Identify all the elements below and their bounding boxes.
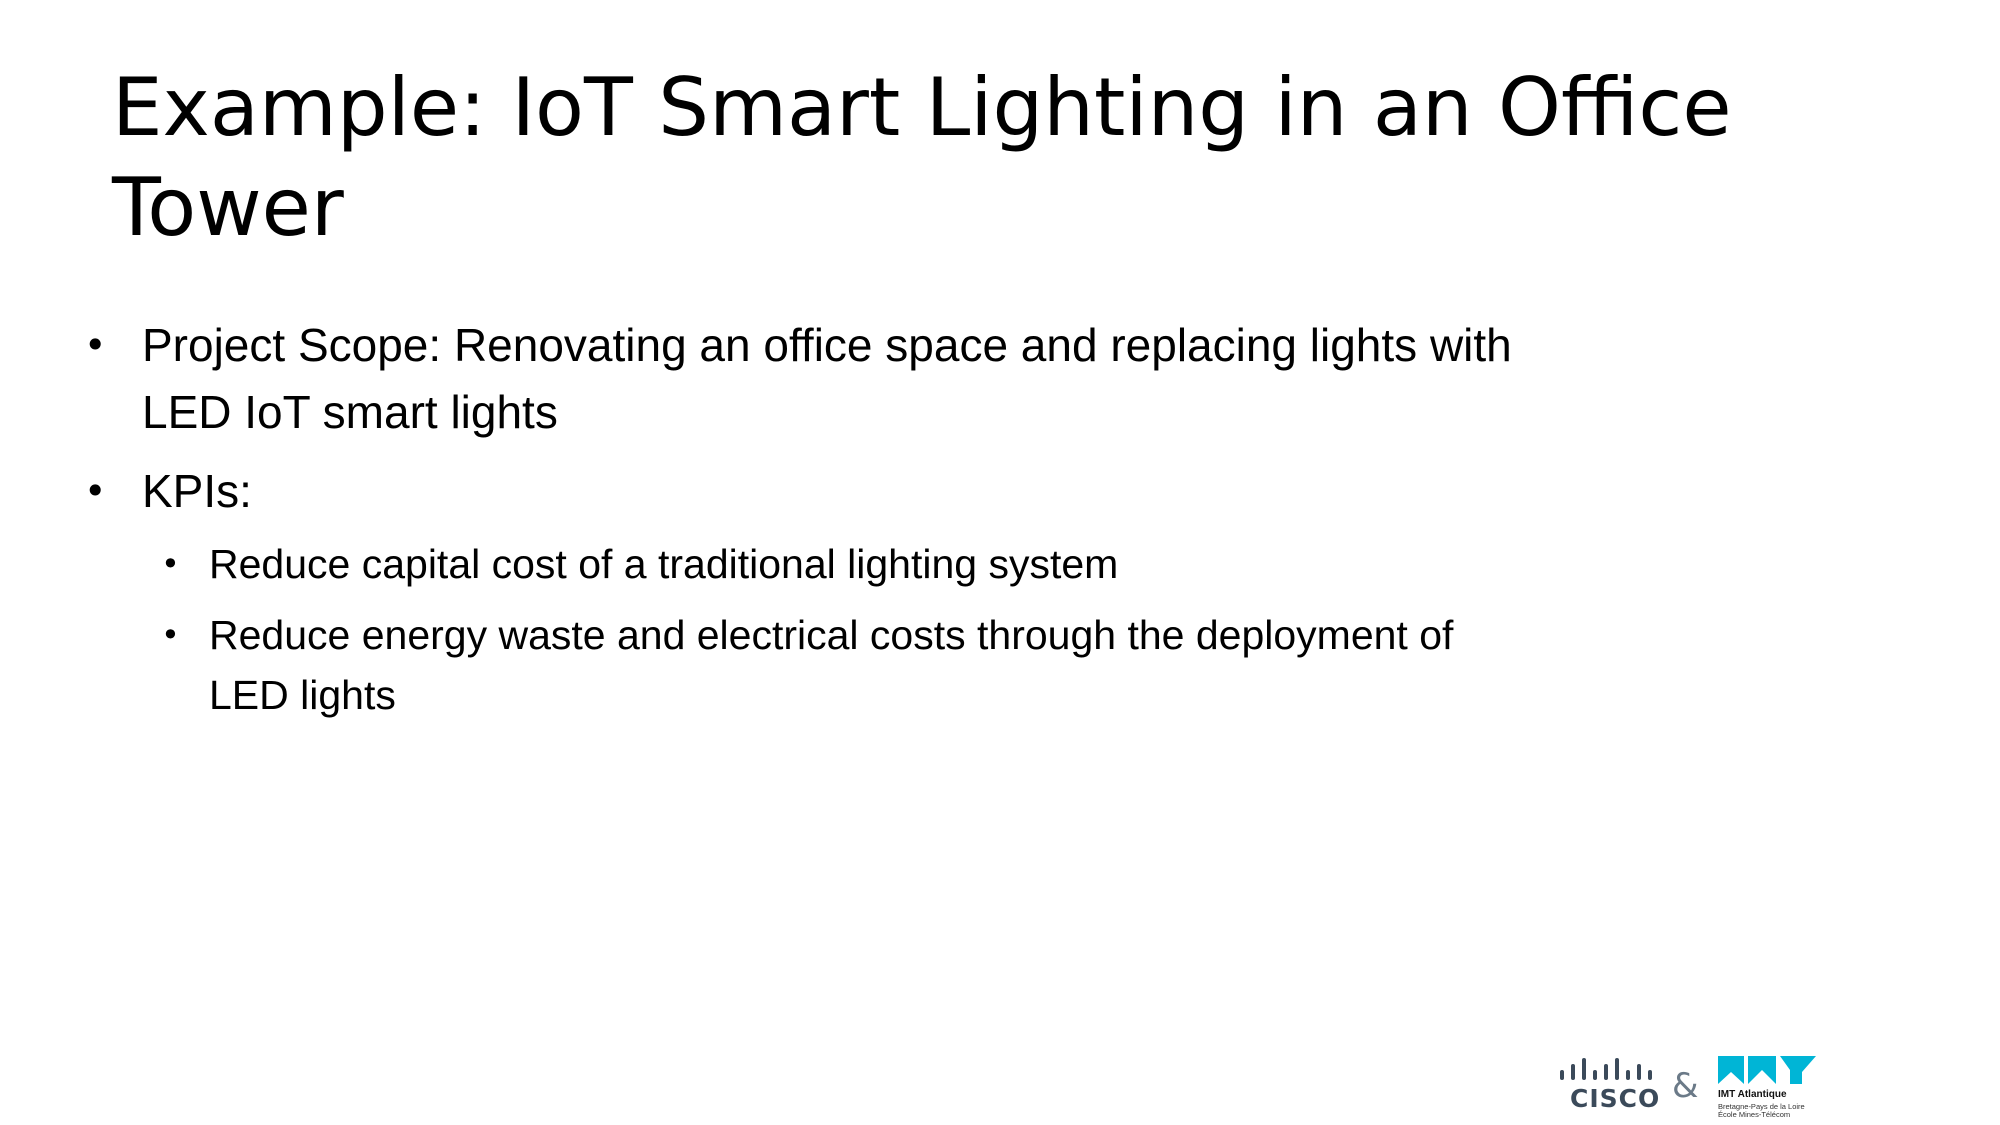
sub-bullet-energy-waste: • Reduce energy waste and electrical cos… xyxy=(161,605,1669,725)
ampersand: & xyxy=(1672,1066,1699,1106)
bullet-dot: • xyxy=(84,469,107,513)
imt-logo-name: IMT Atlantique xyxy=(1718,1089,1787,1100)
bullet-text-line: LED IoT smart lights xyxy=(142,386,558,438)
slide-title: Example: IoT Smart Lighting in an Office… xyxy=(112,58,1912,258)
bullet-kpis: • KPIs: xyxy=(84,458,1682,525)
title-line-2: Tower xyxy=(112,161,344,254)
imt-logo-subtitle: École Mines-Télécom xyxy=(1718,1110,1791,1119)
bullet-text-line: KPIs: xyxy=(142,465,252,517)
bullet-text-line: LED lights xyxy=(209,672,396,718)
bullet-dot: • xyxy=(161,616,180,654)
cisco-logo-bars xyxy=(1560,1058,1652,1080)
title-line-1: Example: IoT Smart Lighting in an Office xyxy=(112,61,1732,154)
bullet-text-line: Project Scope: Renovating an office spac… xyxy=(142,319,1512,371)
cisco-wordmark: CISCO xyxy=(1570,1084,1661,1113)
footer-logos: CISCO & IMT Atlantique Bretagne-Pays de … xyxy=(1560,1050,1830,1119)
bullet-dot: • xyxy=(161,545,180,583)
bullet-text-line: Reduce energy waste and electrical costs… xyxy=(209,612,1454,658)
sub-bullet-capital-cost: • Reduce capital cost of a traditional l… xyxy=(161,534,1669,594)
bullet-project-scope: • Project Scope: Renovating an office sp… xyxy=(84,312,1682,446)
imt-logo-subtitle: Bretagne-Pays de la Loire xyxy=(1718,1102,1805,1111)
imt-atlantique-logo-mark xyxy=(1718,1056,1816,1084)
bullet-text-line: Reduce capital cost of a traditional lig… xyxy=(209,541,1119,587)
bullet-dot: • xyxy=(84,323,107,367)
